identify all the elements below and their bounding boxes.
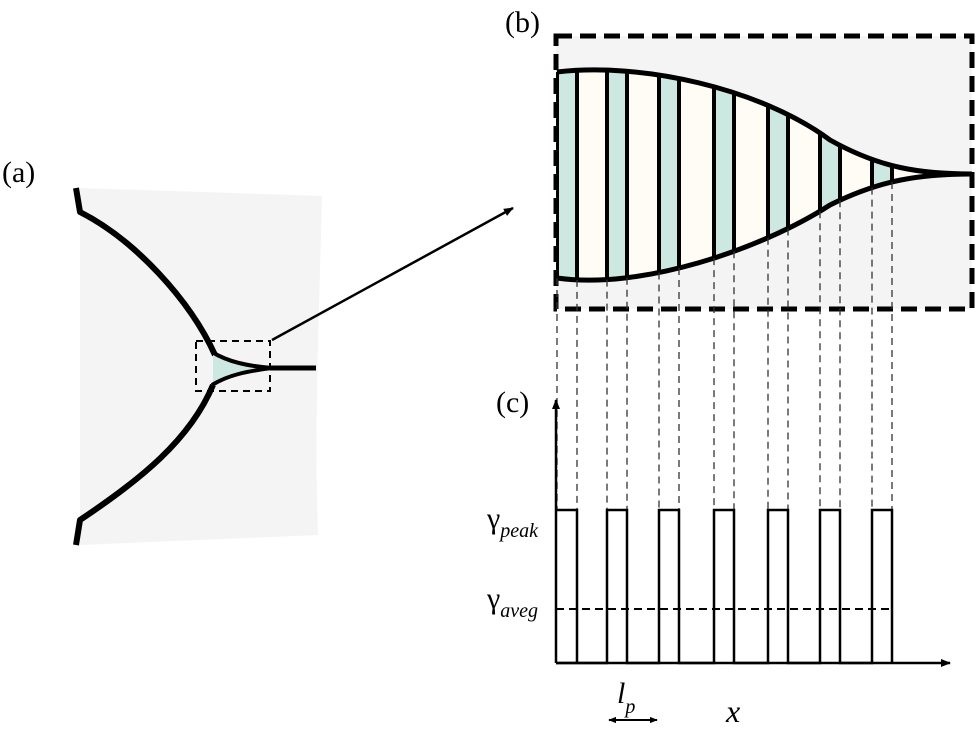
pitch-label: lp bbox=[617, 677, 635, 718]
zoom-arrow bbox=[271, 206, 514, 342]
stress-pulse-train bbox=[556, 508, 894, 665]
panel-c-label: (c) bbox=[496, 386, 529, 419]
fibril-band-5 bbox=[768, 69, 788, 281]
zone-upper-edge bbox=[556, 67, 972, 177]
panel-b-label: (b) bbox=[505, 6, 540, 39]
projection-lines bbox=[556, 181, 893, 510]
upper-crack-flank bbox=[73, 187, 218, 357]
panel-a-label: (a) bbox=[2, 156, 35, 189]
panel-c: (c) γpeak γaveg lp x bbox=[486, 386, 951, 729]
x-axis-label: x bbox=[725, 693, 740, 729]
panel-a: (a) bbox=[2, 156, 322, 546]
gamma-peak-label: γpeak bbox=[486, 502, 539, 542]
lower-crack-flank bbox=[73, 383, 216, 546]
panel-a-background bbox=[80, 188, 322, 545]
gamma-avg-label: γaveg bbox=[486, 582, 538, 622]
panel-b: (b) bbox=[505, 6, 975, 312]
fibril-band-2 bbox=[607, 69, 627, 281]
zone-lower-edge bbox=[556, 171, 972, 283]
process-zone-lower-edge bbox=[210, 366, 273, 387]
panel-b-frame bbox=[553, 33, 975, 312]
fibril-band-4 bbox=[714, 69, 734, 281]
zoom-box bbox=[195, 340, 271, 392]
fibril-band-3 bbox=[659, 69, 679, 281]
fibril-band-1 bbox=[557, 69, 577, 281]
